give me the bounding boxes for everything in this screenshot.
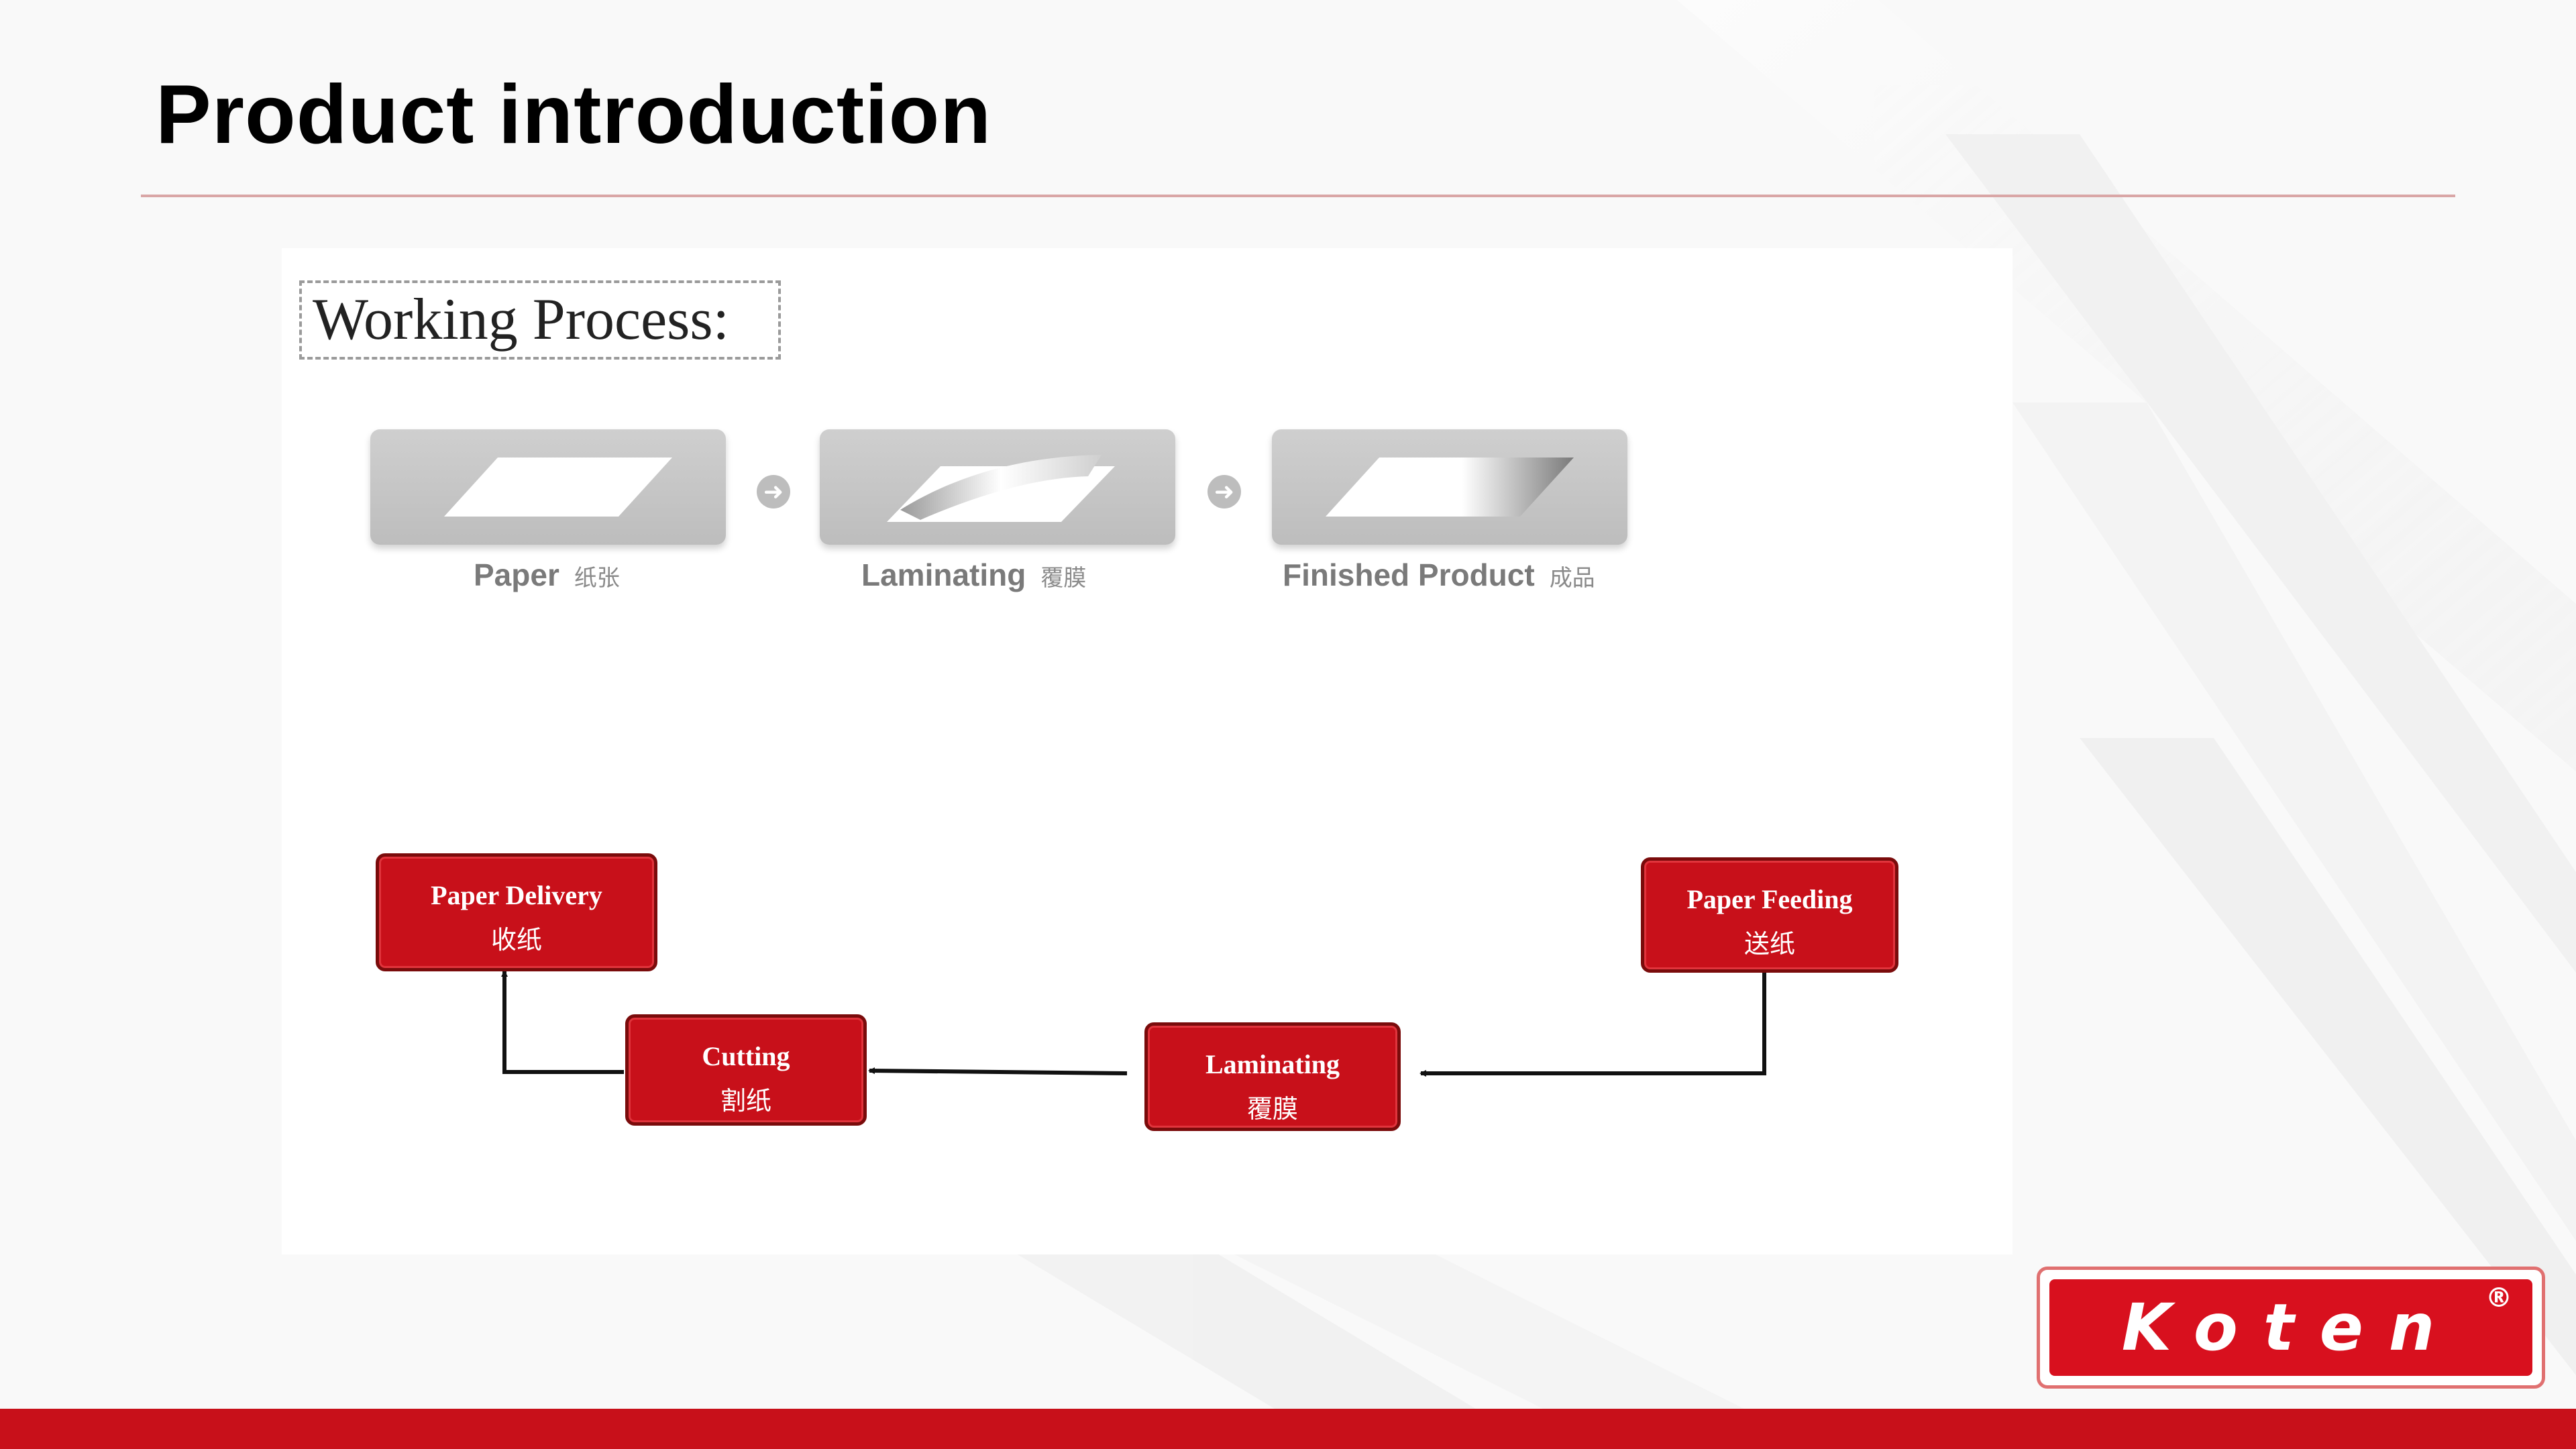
node-paper-delivery-cn: 收纸: [490, 926, 542, 955]
stage-laminating-caption: Laminating 覆膜: [861, 557, 1086, 593]
stage-finished-cn: 成品: [1549, 566, 1595, 591]
node-paper-feeding: Paper Feeding 送纸: [1641, 857, 1898, 973]
node-paper-feeding-en: Paper Feeding: [1686, 884, 1853, 914]
finished-sheet-icon: [1326, 458, 1574, 517]
node-laminating-en: Laminating: [1205, 1049, 1340, 1079]
stage-paper-en: Paper: [474, 557, 559, 592]
working-process-label: Working Process:: [299, 280, 781, 360]
stage-laminating: [820, 429, 1175, 545]
connector-laminating-to-cutting: [868, 1067, 1128, 1075]
laminated-sheet-icon: [887, 455, 1115, 522]
circle-arrow-right-icon: ➜: [757, 475, 790, 508]
paper-sheet-icon: [444, 458, 672, 517]
stage-paper-cn: 纸张: [574, 566, 620, 591]
node-laminating-cn: 覆膜: [1246, 1095, 1298, 1124]
stage-finished-product: [1272, 429, 1627, 545]
node-cutting-cn: 割纸: [720, 1087, 771, 1116]
node-paper-delivery: Paper Delivery 收纸: [376, 853, 657, 971]
node-paper-feeding-cn: 送纸: [1743, 930, 1795, 959]
connector-cutting-to-delivery: [501, 970, 624, 1074]
connector-feeding-to-laminating: [1419, 971, 1766, 1077]
footer-red-bar: [0, 1409, 2576, 1449]
node-paper-delivery-en: Paper Delivery: [431, 880, 602, 910]
circle-arrow-right-icon-2: ➜: [1208, 475, 1241, 508]
stage-laminating-en: Laminating: [861, 557, 1026, 592]
koten-logo: Koten ®: [2037, 1267, 2545, 1389]
stage-paper: [370, 429, 726, 545]
stage-finished-en: Finished Product: [1283, 557, 1535, 592]
node-cutting: Cutting 割纸: [625, 1014, 867, 1126]
node-cutting-en: Cutting: [702, 1041, 790, 1071]
node-laminating: Laminating 覆膜: [1144, 1022, 1401, 1131]
registered-mark: ®: [2485, 1283, 2512, 1313]
stage-laminating-cn: 覆膜: [1040, 566, 1087, 591]
slide-title: Product introduction: [156, 68, 992, 161]
title-divider: [141, 195, 2455, 197]
koten-logo-text: Koten: [2121, 1290, 2461, 1365]
stage-finished-caption: Finished Product 成品: [1283, 557, 1595, 593]
stage-paper-caption: Paper 纸张: [474, 557, 620, 593]
koten-logo-mark: Koten ®: [2049, 1279, 2532, 1376]
